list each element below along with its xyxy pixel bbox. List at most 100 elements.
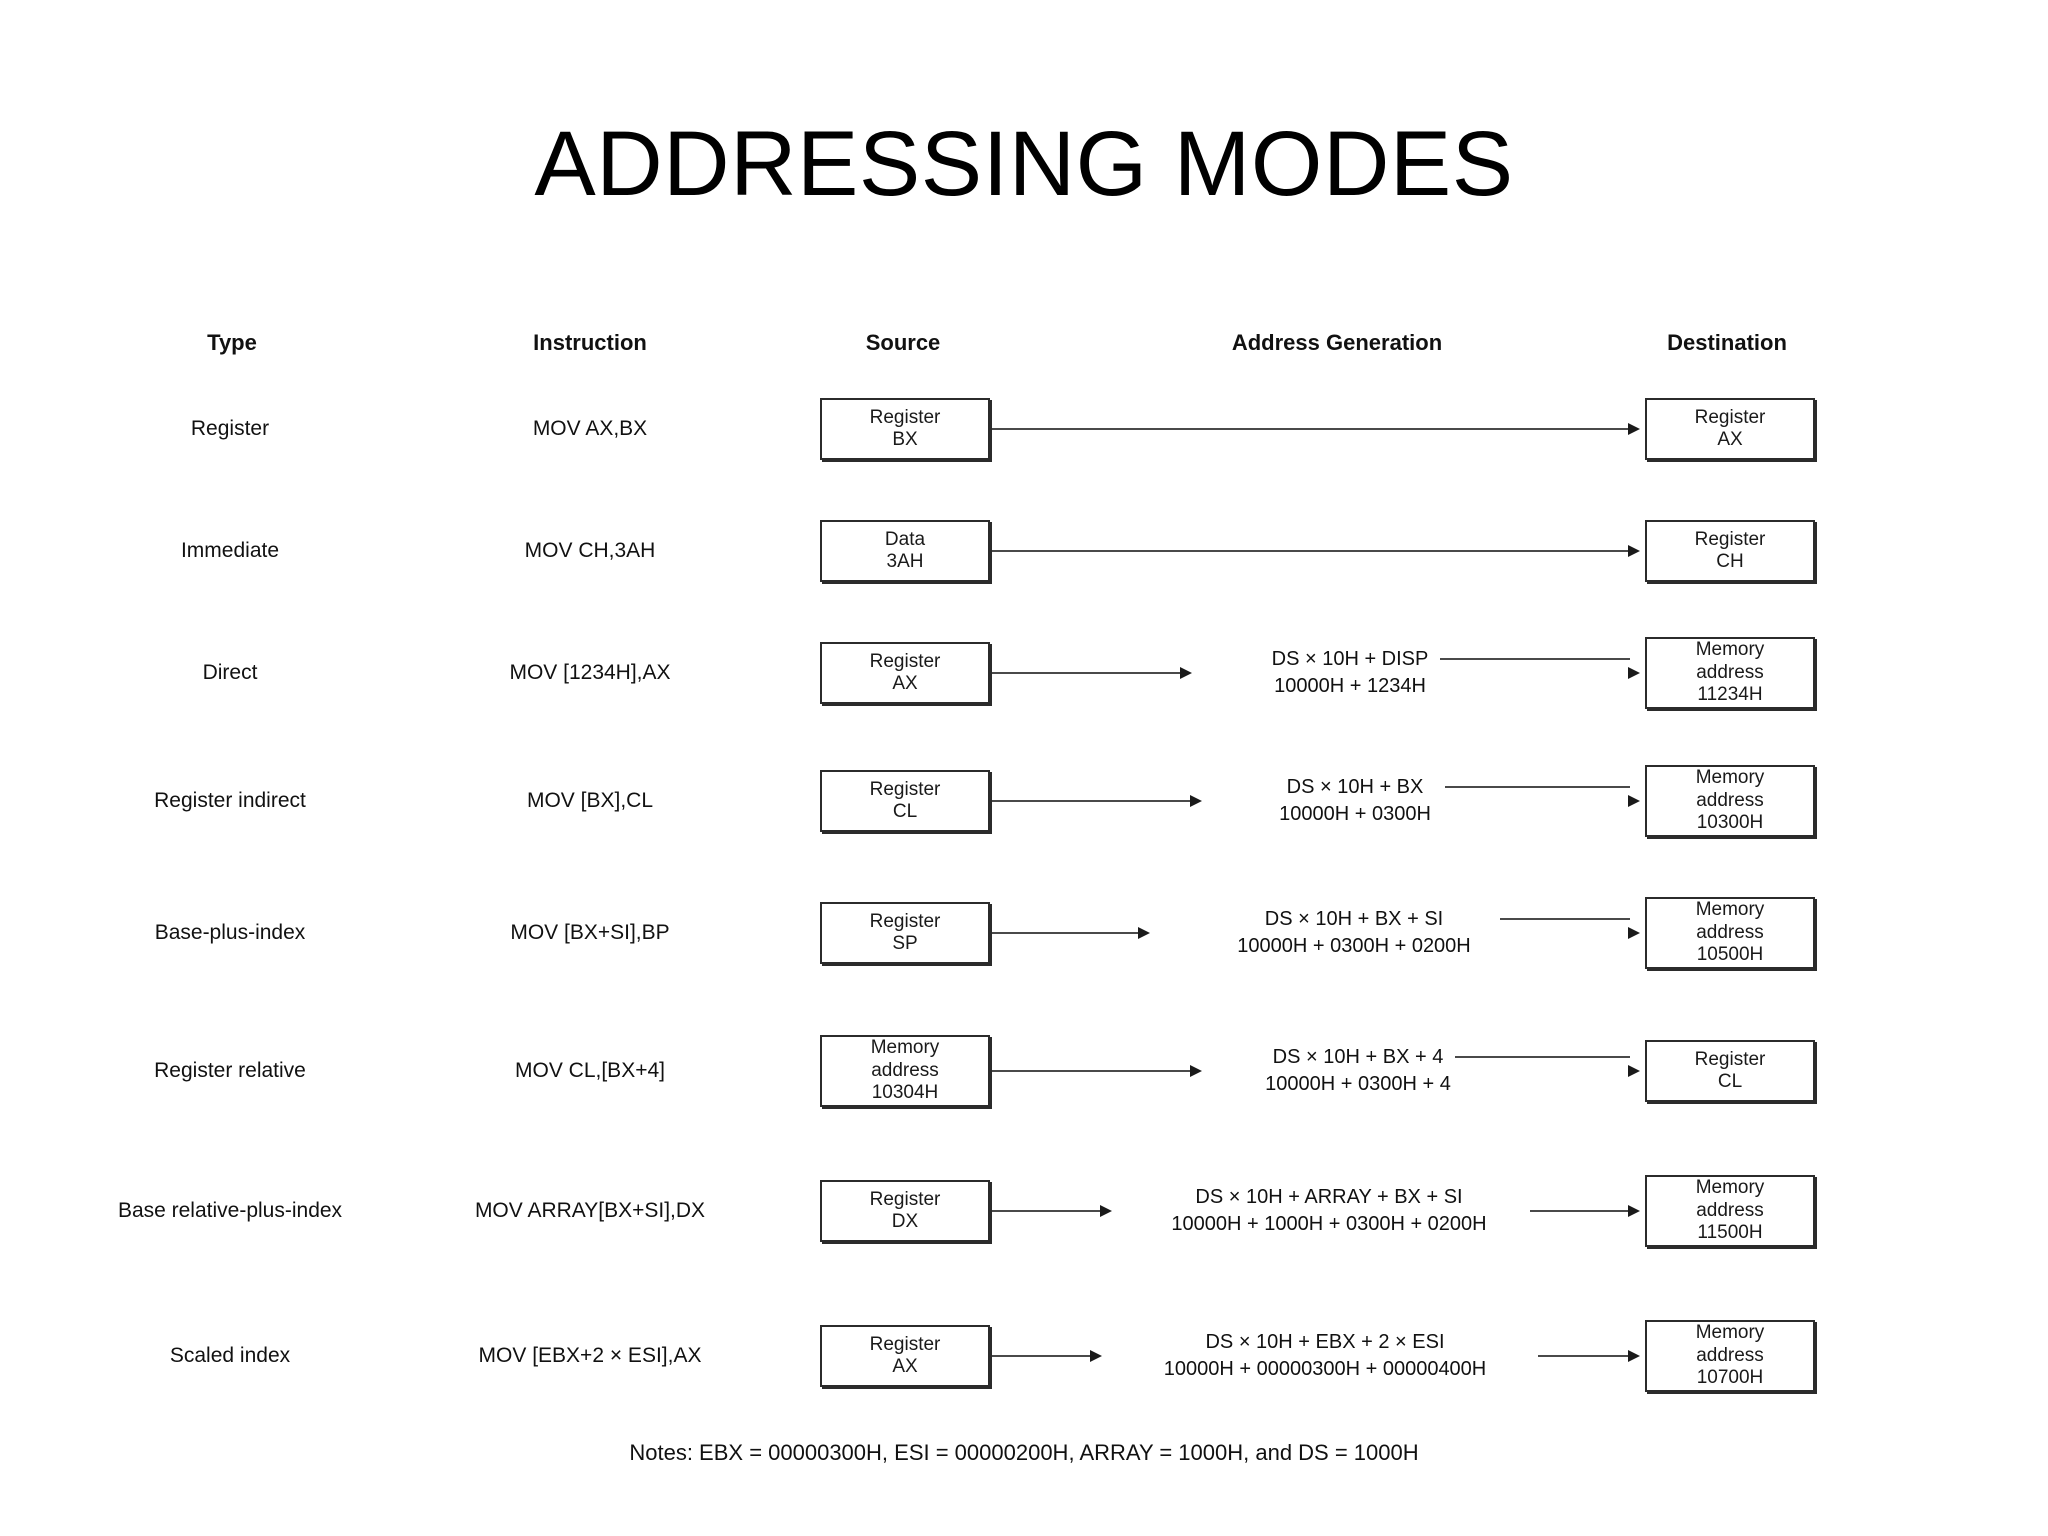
source-box-line1: Register [869, 406, 941, 428]
row-type-label: Base-plus-index [154, 921, 306, 944]
table-row: Direct MOV [1234H],AX Register AX DS × 1… [0, 612, 2048, 734]
arrow-head-icon [1090, 1350, 1102, 1362]
arrow-head-icon [1190, 795, 1202, 807]
arrow-head-icon [1100, 1205, 1112, 1217]
address-generation-text: DS × 10H + EBX + 2 × ESI 10000H + 000003… [1110, 1329, 1540, 1383]
table-row: Base relative-plus-index MOV ARRAY[BX+SI… [0, 1150, 2048, 1272]
connector-line [1455, 1056, 1630, 1058]
connector-line [1500, 918, 1630, 920]
destination-box: Memory address 11234H [1645, 637, 1815, 709]
column-header-destination: Destination [1667, 330, 1787, 355]
destination-box-line3: 11500H [1697, 1222, 1763, 1244]
arrow-head-icon [1180, 667, 1192, 679]
address-generation-text: DS × 10H + BX + 4 10000H + 0300H + 4 [1212, 1044, 1504, 1098]
destination-box-line2: AX [1717, 429, 1743, 450]
arrow-head-icon [1628, 1205, 1640, 1217]
column-header-source: Source [865, 330, 941, 355]
table-row: Immediate MOV CH,3AH Data 3AH Register C… [0, 490, 2048, 612]
arrow-head-icon [1628, 667, 1640, 679]
source-box: Register SP [820, 902, 990, 964]
destination-box-line1: Register [1694, 528, 1766, 550]
destination-box-line1: Register [1694, 406, 1766, 428]
address-generation-line1: DS × 10H + EBX + 2 × ESI [1205, 1331, 1445, 1353]
destination-box-line3: 11234H [1697, 684, 1763, 706]
destination-box-line1: Memory [1695, 899, 1765, 921]
destination-box-line1: Memory [1695, 639, 1765, 661]
row-instruction-label: MOV [BX],CL [526, 789, 654, 812]
destination-box-line3: 10300H [1696, 812, 1764, 834]
row-instruction-label: MOV [BX+SI],BP [510, 921, 670, 944]
source-box: Register AX [820, 642, 990, 704]
connector-line [992, 1070, 1192, 1072]
row-type-label: Base relative-plus-index [117, 1199, 343, 1222]
connector-line [1440, 658, 1630, 660]
table-row: Base-plus-index MOV [BX+SI],BP Register … [0, 872, 2048, 994]
address-generation-line2: 10000H + 0300H + 0200H [1237, 935, 1471, 957]
source-box: Data 3AH [820, 520, 990, 582]
column-header-instruction: Instruction [533, 330, 647, 355]
destination-box-line2: address [1696, 1199, 1764, 1221]
destination-box: Register CH [1645, 520, 1815, 582]
address-generation-line2: 10000H + 0300H + 4 [1265, 1073, 1451, 1095]
source-box-line2: SP [892, 933, 918, 954]
source-box-line1: Register [869, 778, 941, 800]
arrow-head-icon [1628, 423, 1640, 435]
connector-line [992, 1355, 1092, 1357]
arrow-head-icon [1138, 927, 1150, 939]
source-box: Register BX [820, 398, 990, 460]
source-box-line2: BX [892, 429, 918, 450]
destination-box-line2: address [1696, 661, 1764, 683]
row-type-label: Register relative [154, 1059, 306, 1082]
row-type-label: Scaled index [169, 1344, 291, 1367]
source-box-line2: 3AH [886, 551, 924, 572]
destination-box: Register AX [1645, 398, 1815, 460]
table-row: Register MOV AX,BX Register BX Register … [0, 368, 2048, 490]
addressing-modes-figure: Type Instruction Source Address Generati… [0, 330, 2048, 1470]
column-header-address-generation: Address Generation [1231, 330, 1443, 355]
figure-notes: Notes: EBX = 00000300H, ESI = 00000200H,… [629, 1440, 1419, 1465]
row-type-label: Immediate [180, 539, 280, 562]
address-generation-text: DS × 10H + DISP 10000H + 1234H [1205, 646, 1495, 700]
address-generation-line1: DS × 10H + ARRAY + BX + SI [1195, 1186, 1463, 1208]
destination-box-line3: 10700H [1696, 1367, 1764, 1389]
source-box-line1: Register [869, 910, 941, 932]
row-type-label: Register indirect [154, 789, 306, 812]
connector-line [992, 550, 1630, 552]
source-box-line2: CL [892, 801, 918, 822]
source-box-line2: AX [892, 1356, 918, 1377]
arrow-head-icon [1628, 795, 1640, 807]
source-box-line2: address [871, 1059, 939, 1081]
source-box: Register CL [820, 770, 990, 832]
table-row: Register relative MOV CL,[BX+4] Memory a… [0, 1010, 2048, 1132]
destination-box: Memory address 10300H [1645, 765, 1815, 837]
address-generation-text: DS × 10H + BX 10000H + 0300H [1215, 774, 1495, 828]
source-box: Register AX [820, 1325, 990, 1387]
table-row: Register indirect MOV [BX],CL Register C… [0, 740, 2048, 862]
row-type-label: Register [190, 417, 270, 440]
destination-box: Memory address 11500H [1645, 1175, 1815, 1247]
address-generation-line1: DS × 10H + BX + 4 [1272, 1046, 1444, 1068]
column-header-row: Type Instruction Source Address Generati… [0, 330, 2048, 370]
destination-box-line1: Register [1694, 1048, 1766, 1070]
address-generation-line2: 10000H + 0300H [1279, 803, 1431, 825]
address-generation-text: DS × 10H + ARRAY + BX + SI 10000H + 1000… [1118, 1184, 1540, 1238]
address-generation-line2: 10000H + 1000H + 0300H + 0200H [1171, 1213, 1487, 1235]
destination-box: Memory address 10500H [1645, 897, 1815, 969]
source-box-line1: Memory [870, 1037, 940, 1059]
destination-box-line2: address [1696, 921, 1764, 943]
address-generation-text: DS × 10H + BX + SI 10000H + 0300H + 0200… [1158, 906, 1550, 960]
source-box-line1: Register [869, 1333, 941, 1355]
row-instruction-label: MOV ARRAY[BX+SI],DX [474, 1199, 706, 1222]
connector-line [992, 672, 1182, 674]
address-generation-line2: 10000H + 00000300H + 00000400H [1163, 1358, 1487, 1380]
page-title: ADDRESSING MODES [534, 113, 1514, 215]
address-generation-line1: DS × 10H + BX [1286, 776, 1424, 798]
connector-line [1538, 1355, 1630, 1357]
row-instruction-label: MOV [EBX+2 × ESI],AX [478, 1344, 702, 1367]
row-instruction-label: MOV CH,3AH [524, 539, 656, 562]
destination-box-line2: address [1696, 789, 1764, 811]
row-type-label: Direct [202, 661, 258, 684]
address-generation-line2: 10000H + 1234H [1274, 675, 1426, 697]
connector-line [992, 428, 1630, 430]
connector-line [992, 800, 1192, 802]
